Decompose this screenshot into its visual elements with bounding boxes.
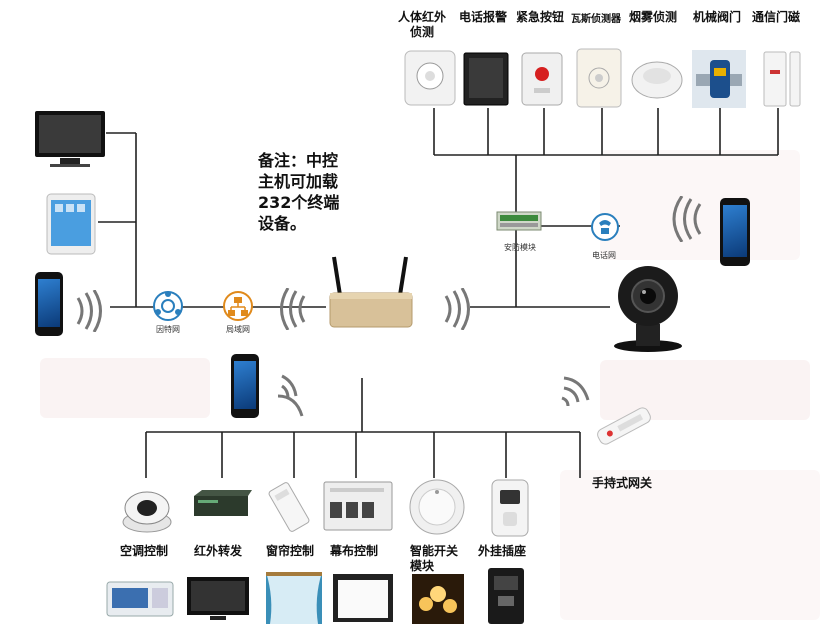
central-controller-router-icon bbox=[326, 255, 416, 335]
ac-controller-icon bbox=[120, 484, 174, 538]
door-sensor-icon bbox=[758, 50, 808, 112]
controller-label-ac: 空调控制 bbox=[120, 544, 169, 558]
wireless-signal-icon bbox=[664, 195, 706, 246]
phone-network-label: 电话网 bbox=[592, 251, 616, 260]
wireless-signal-icon bbox=[276, 374, 312, 422]
valve-icon bbox=[692, 50, 746, 112]
background-block bbox=[40, 358, 210, 418]
ip-camera-icon bbox=[608, 262, 688, 358]
note-text: 备注：中控 主机可加载 232个终端 设备。 bbox=[258, 151, 340, 233]
lamp-icon bbox=[412, 574, 464, 627]
internet-icon bbox=[152, 290, 184, 326]
sensor-label-gas: 瓦斯侦测器 bbox=[571, 14, 621, 25]
smartphone-icon bbox=[720, 198, 750, 266]
controller-label-socket: 外挂插座 bbox=[478, 544, 527, 558]
water-dispenser-icon bbox=[484, 566, 528, 627]
security-module-icon bbox=[496, 208, 542, 238]
tablet-icon bbox=[46, 193, 96, 259]
controller-label-switch: 智能开关 模块 bbox=[410, 544, 459, 573]
screen-controller-icon bbox=[322, 480, 394, 536]
lan-icon bbox=[222, 290, 254, 326]
wireless-signal-icon bbox=[276, 287, 310, 334]
socket-icon bbox=[488, 478, 532, 544]
wireless-signal-icon bbox=[72, 289, 106, 336]
lan-label: 局域网 bbox=[226, 325, 250, 334]
phone-network-icon bbox=[590, 212, 620, 246]
phone-alarm-icon bbox=[463, 52, 509, 110]
handheld-gateway-icon bbox=[592, 404, 656, 452]
security-module-label: 安防模块 bbox=[504, 243, 536, 252]
controller-label-screen: 幕布控制 bbox=[330, 544, 379, 558]
sensor-label-phone-alarm: 电话报警 bbox=[459, 10, 508, 24]
wireless-signal-icon bbox=[440, 287, 474, 334]
television-icon bbox=[34, 110, 106, 172]
pir-sensor-icon bbox=[404, 50, 456, 110]
controller-label-curtain: 窗帘控制 bbox=[266, 544, 315, 558]
projector-screen-icon bbox=[332, 572, 394, 627]
sensor-label-pir: 人体红外 侦测 bbox=[398, 10, 447, 39]
smartphone-icon bbox=[35, 272, 63, 336]
panic-button-icon bbox=[521, 52, 563, 110]
sensor-label-valve: 机械阀门 bbox=[693, 10, 742, 24]
controller-label-ir: 红外转发 bbox=[194, 544, 243, 558]
sensor-label-door: 通信门磁 bbox=[752, 10, 801, 24]
ir-forwarder-icon bbox=[190, 486, 252, 528]
internet-label: 因特网 bbox=[156, 325, 180, 334]
smoke-detector-icon bbox=[630, 56, 684, 106]
handheld-gateway-label: 手持式网关 bbox=[592, 476, 653, 490]
air-conditioner-icon bbox=[106, 578, 174, 622]
curtain-icon bbox=[266, 572, 322, 627]
wireless-signal-icon bbox=[560, 374, 600, 422]
background-block bbox=[560, 470, 820, 620]
sensor-label-smoke: 烟雾侦测 bbox=[629, 10, 678, 24]
gas-detector-icon bbox=[576, 48, 622, 112]
television-icon bbox=[186, 576, 250, 626]
sensor-label-panic: 紧急按钮 bbox=[516, 10, 565, 24]
background-block bbox=[600, 360, 810, 420]
smartphone-icon bbox=[231, 354, 259, 418]
curtain-controller-icon bbox=[266, 480, 312, 538]
smart-switch-icon bbox=[408, 478, 466, 540]
